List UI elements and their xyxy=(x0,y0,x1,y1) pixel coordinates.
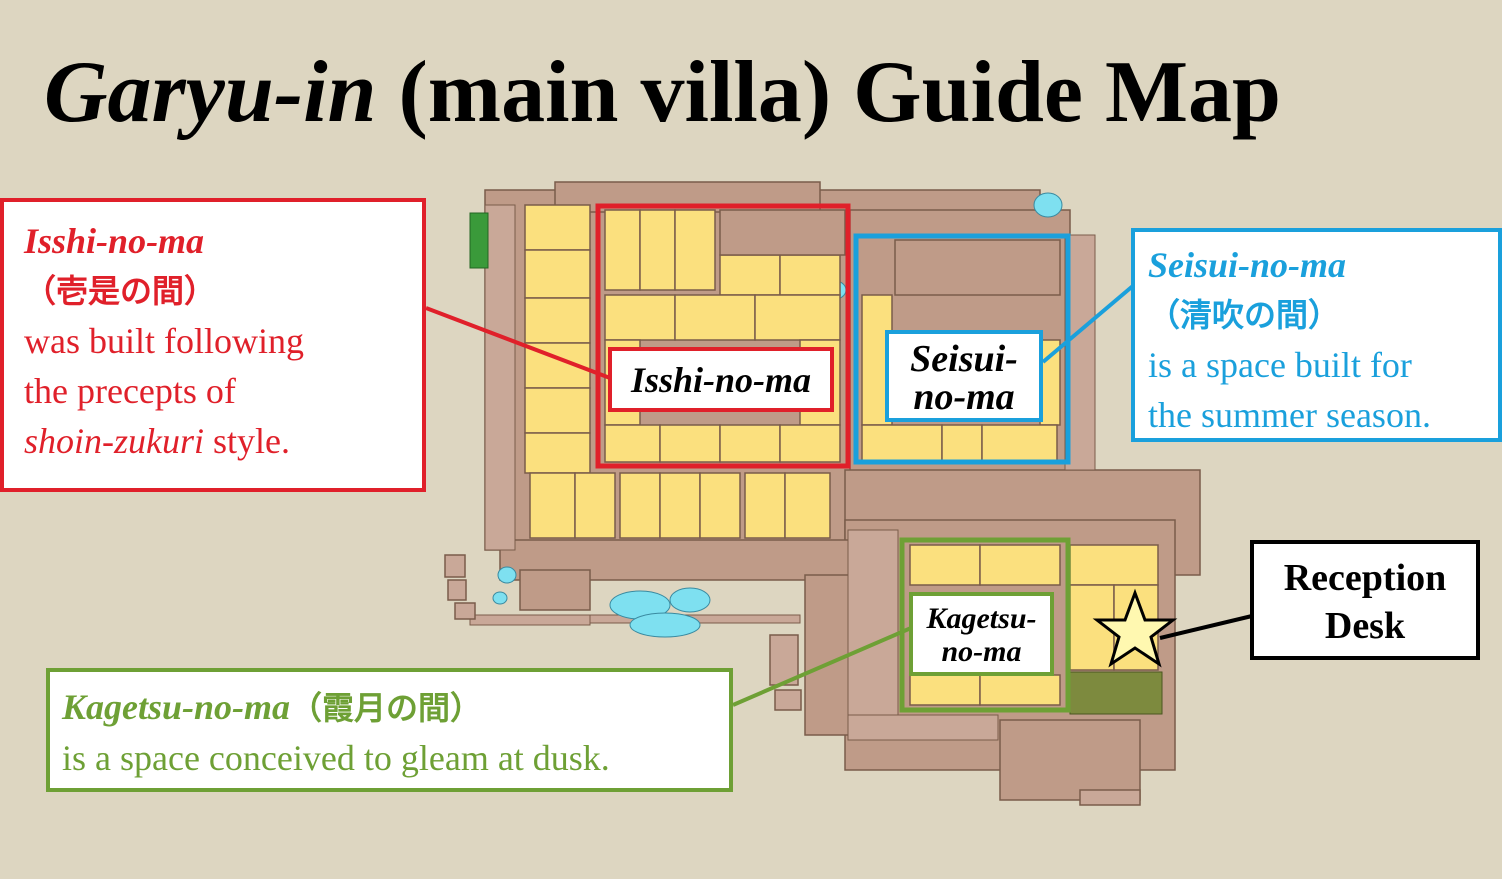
kagetsu-room-label: Kagetsu- no-ma xyxy=(909,592,1054,676)
title-italic: Garyu-in xyxy=(44,44,377,141)
kagetsu-leader-line xyxy=(732,626,912,707)
seisui-leader-line xyxy=(1041,283,1136,364)
isshi-callout-style-name: shoin-zukuri xyxy=(24,421,204,461)
isshi-callout-line3: shoin-zukuri style. xyxy=(24,416,422,466)
kagetsu-callout-kanji: （霞月の間） xyxy=(290,689,483,727)
isshi-callout: Isshi-no-ma （壱是の間） was built following t… xyxy=(0,198,426,492)
kagetsu-callout-heading: Kagetsu-no-ma（霞月の間） xyxy=(62,682,729,733)
isshi-room-frame xyxy=(595,203,851,469)
stepping-stones xyxy=(444,554,1141,806)
kagetsu-callout-line1: is a space conceived to gleam at dusk. xyxy=(62,738,610,778)
isshi-callout-name: Isshi-no-ma xyxy=(24,221,205,261)
page-title: Garyu-in (main villa) Guide Map xyxy=(44,38,1484,148)
isshi-callout-line3-rest: style. xyxy=(204,421,290,461)
kagetsu-callout: Kagetsu-no-ma（霞月の間） is a space conceived… xyxy=(46,668,733,792)
seisui-label-line1: Seisui- xyxy=(910,338,1018,380)
isshi-callout-line2: the precepts of xyxy=(24,371,236,411)
reception-line2: Desk xyxy=(1324,605,1406,647)
isshi-callout-line1: was built following xyxy=(24,321,304,361)
seisui-callout-line2: the summer season. xyxy=(1148,395,1431,435)
seisui-callout-name: Seisui-no-ma xyxy=(1148,245,1347,285)
seisui-room-frame xyxy=(853,233,1071,465)
isshi-leader-line xyxy=(425,306,611,380)
seisui-callout-line1: is a space built for xyxy=(1148,345,1412,385)
isshi-room-label: Isshi-no-ma xyxy=(608,347,834,412)
reception-line1: Reception xyxy=(1283,557,1447,599)
reception-desk-callout: Reception Desk xyxy=(1250,540,1480,660)
green-hedge xyxy=(469,212,489,269)
garden-bed xyxy=(1069,671,1163,715)
kagetsu-room-frame xyxy=(899,537,1071,713)
reception-leader-line xyxy=(1159,614,1253,640)
seisui-callout: Seisui-no-ma （清吹の間） is a space built for… xyxy=(1131,228,1502,442)
seisui-room-label: Seisui- no-ma xyxy=(885,330,1043,422)
title-rest: (main villa) Guide Map xyxy=(376,44,1282,141)
kagetsu-label-line1: Kagetsu- xyxy=(926,602,1037,635)
reception-star-icon xyxy=(1092,588,1178,668)
interior-rooms xyxy=(719,209,1061,296)
kagetsu-callout-name: Kagetsu-no-ma xyxy=(62,687,291,727)
kagetsu-label-line2: no-ma xyxy=(941,635,1022,668)
seisui-callout-kanji: （清吹の間） xyxy=(1148,296,1341,334)
isshi-callout-kanji: （壱是の間） xyxy=(24,272,217,310)
seisui-label-line2: no-ma xyxy=(913,376,1015,418)
